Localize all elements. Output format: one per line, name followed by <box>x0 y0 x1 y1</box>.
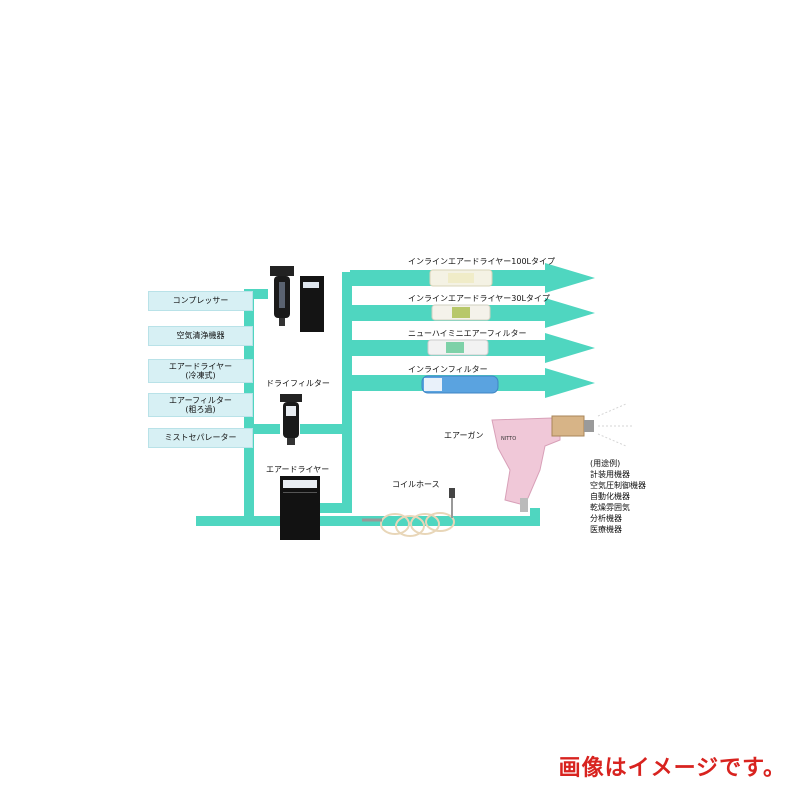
flow-box-label: 空気清浄機器 <box>176 331 225 341</box>
coil-hose-device <box>362 488 455 537</box>
inline-dryer-30l-device <box>431 304 491 321</box>
flow-box-coarse-filter: エアーフィルター (粗ろ過) <box>148 393 253 417</box>
usage-item: 自動化機器 <box>590 492 630 501</box>
inline-filter-device <box>421 375 499 394</box>
output-label-inline-dryer-30l: インラインエアードライヤー30Lタイプ <box>408 294 550 303</box>
usage-heading: (用途例) <box>590 459 621 468</box>
usage-item: 計装用機器 <box>590 470 630 479</box>
dry-filter-label: ドライフィルター <box>266 379 330 388</box>
upper-filter-inlet-pipe <box>254 289 268 299</box>
right-riser-pipe <box>342 272 352 513</box>
coil-hose-label: コイルホース <box>392 480 440 489</box>
dry-filter-outlet-pipe <box>300 424 352 434</box>
flow-box-sublabel: (冷凍式) <box>185 371 216 380</box>
output-label-inline-dryer-100l: インラインエアードライヤー100Lタイプ <box>408 257 556 266</box>
air-gun-device: NITTO <box>491 403 634 512</box>
air-dryer-label: エアードライヤー <box>266 465 330 474</box>
flow-box-label: コンプレッサー <box>172 296 229 306</box>
mini-air-filter-device <box>427 339 489 356</box>
flow-box-air-purifier: 空気清浄機器 <box>148 326 253 346</box>
flow-box-mist-separator: ミストセパレーター <box>148 428 253 448</box>
output-label-inline-filter: インラインフィルター <box>408 365 488 374</box>
gun-logo: NITTO <box>501 436 516 442</box>
dry-filter-device <box>280 394 302 445</box>
inline-dryer-100l-device <box>429 269 493 287</box>
dryer-inlet-pipe <box>254 516 280 526</box>
air-gun-label: エアーガン <box>444 431 484 440</box>
flow-box-label: エアーフィルター <box>169 395 232 405</box>
usage-examples: (用途例) 計装用機器 空気圧制御機器 自動化機器 乾燥雰囲気 分析機器 医療機… <box>590 458 646 535</box>
upper-filter-unit <box>270 266 324 332</box>
usage-item: 乾燥雰囲気 <box>590 503 630 512</box>
dryer-outlet-pipe <box>320 503 352 513</box>
dry-filter-inlet-pipe <box>254 424 280 434</box>
flow-box-label: エアードライヤー <box>168 361 233 371</box>
flow-box-compressor: コンプレッサー <box>148 291 253 311</box>
flow-box-sublabel: (粗ろ過) <box>185 405 216 414</box>
usage-item: 空気圧制御機器 <box>590 481 646 490</box>
gun-feed-pipe <box>530 508 540 526</box>
output-label-mini-filter: ニューハイミニエアーフィルター <box>408 329 527 338</box>
air-dryer-device <box>280 476 320 540</box>
usage-item: 分析機器 <box>590 514 622 523</box>
flow-box-refrigerated-dryer: エアードライヤー (冷凍式) <box>148 359 253 383</box>
usage-item: 医療機器 <box>590 525 622 534</box>
image-disclaimer: 画像はイメージです。 <box>558 756 786 781</box>
flow-box-label: ミストセパレーター <box>164 433 237 443</box>
